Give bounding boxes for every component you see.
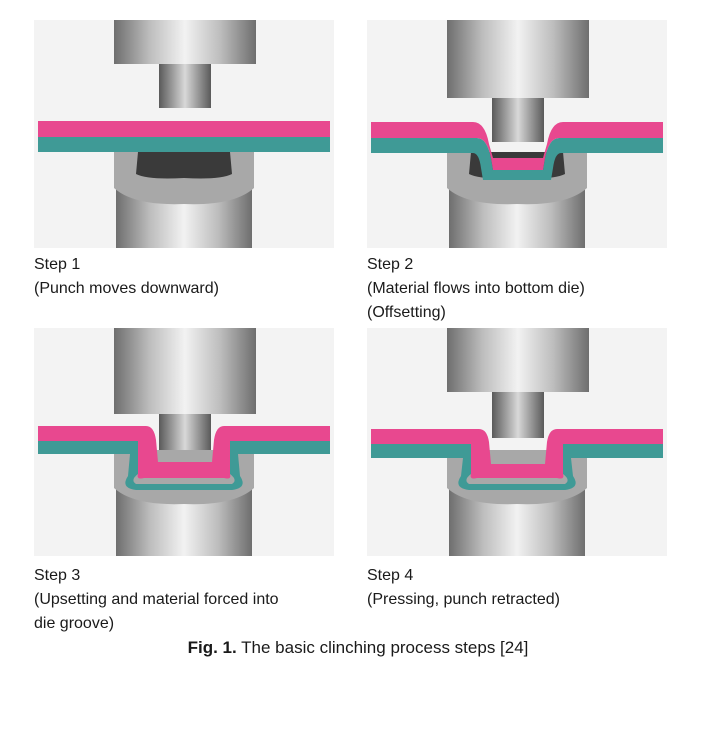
step-3-line-1: (Upsetting and material forced into [34,591,279,608]
step-4-line-1: (Pressing, punch retracted) [367,591,560,608]
upper-sheet [371,122,663,170]
step-1-illustration [34,20,334,248]
step-4-illustration [367,328,667,556]
lower-sheet [371,138,663,180]
step-2-illustration [367,20,667,248]
lower-sheet [371,444,663,490]
punch [492,392,544,438]
step-3-illustration [34,328,334,556]
step-1-line-1: (Punch moves downward) [34,280,219,297]
figure-caption: Fig. 1. The basic clinching process step… [0,636,716,660]
step-4-caption: Step 4 (Pressing, punch retracted) [367,564,560,612]
step-1-title: Step 1 [34,256,81,273]
lower-sheet [38,137,330,152]
step-4-title: Step 4 [367,567,414,584]
step-3-title: Step 3 [34,567,81,584]
step-2-caption: Step 2 (Material flows into bottom die) … [367,253,585,325]
step-2-title: Step 2 [367,256,414,273]
punch-holder [447,20,589,98]
step-3-line-2: die groove) [34,615,115,632]
step-2-line-2: (Offsetting) [367,304,446,321]
lower-sheet [38,441,330,490]
figure-caption-text: The basic clinching process steps [24] [241,638,529,657]
step-3-caption: Step 3 (Upsetting and material forced in… [34,564,279,636]
upper-sheet [371,429,663,479]
upper-sheet [38,121,330,137]
step-2-line-1: (Material flows into bottom die) [367,280,585,297]
punch-holder [114,328,256,414]
punch-holder [447,328,589,392]
punch [492,98,544,142]
punch [159,64,211,108]
step-1-caption: Step 1 (Punch moves downward) [34,253,219,301]
upper-sheet [38,426,330,479]
figure-label: Fig. 1. [187,638,237,657]
punch-holder [114,20,256,64]
die-cavity [136,152,232,179]
